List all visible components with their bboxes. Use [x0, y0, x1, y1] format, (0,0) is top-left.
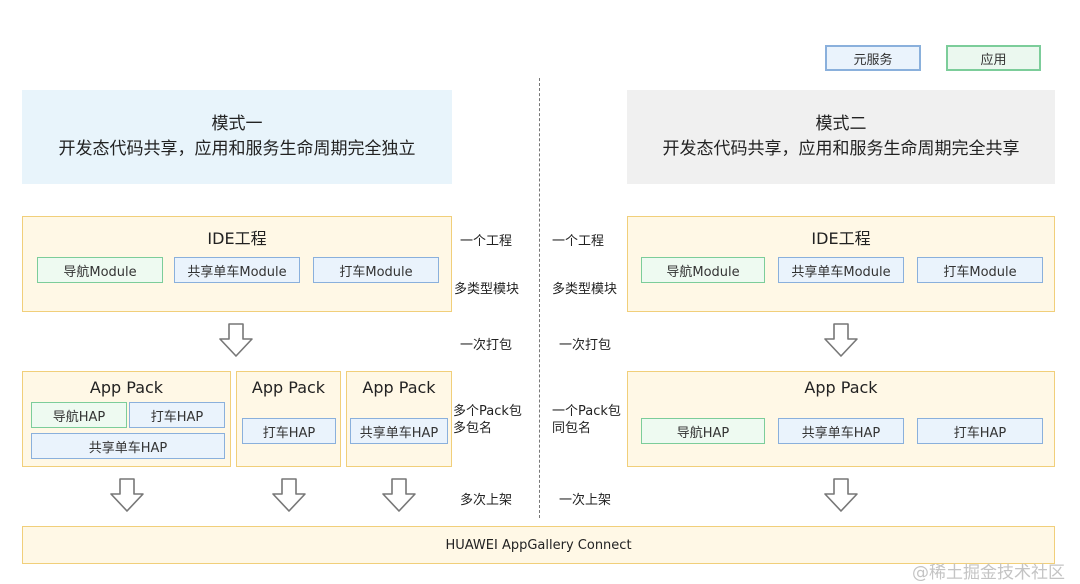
mode-one-description: 开发态代码共享，应用和服务生命周期完全独立 [58, 139, 416, 159]
left-label-pack-multi-line2: 多包名 [453, 421, 493, 436]
right-ide-title: IDE工程 [811, 229, 871, 248]
legend-service: 元服务 [825, 45, 921, 71]
center-divider [539, 78, 540, 518]
left-bike-module: 共享单车Module [174, 257, 300, 283]
right-nav-module: 导航Module [641, 257, 765, 283]
left-ide-project: IDE工程 导航Module 共享单车Module 打车Module [22, 216, 452, 312]
right-pack-nav-hap-label: 导航HAP [676, 425, 730, 441]
left-label-pack-multi: 多个Pack包 多包名 [453, 403, 522, 437]
left-pack1-down-arrow-icon [110, 478, 144, 512]
right-down-arrow-icon [824, 323, 858, 357]
right-label-module-type: 多类型模块 [552, 282, 618, 297]
right-pack-taxi-hap-label: 打车HAP [953, 425, 1007, 441]
left-app-pack-3-title: App Pack [362, 378, 436, 397]
legend-app: 应用 [946, 45, 1041, 71]
left-taxi-module-label: 打车Module [339, 264, 413, 280]
left-ide-title: IDE工程 [207, 229, 267, 248]
left-bike-module-label: 共享单车Module [187, 264, 287, 280]
left-nav-module-label: 导航Module [63, 264, 137, 280]
mode-two-description: 开发态代码共享，应用和服务生命周期完全共享 [662, 139, 1020, 159]
left-label-module-type: 多类型模块 [454, 282, 520, 297]
right-pack-taxi-hap: 打车HAP [917, 418, 1043, 444]
right-ide-project: IDE工程 导航Module 共享单车Module 打车Module [627, 216, 1055, 312]
left-pack1-bike-hap: 共享单车HAP [31, 433, 225, 459]
left-pack3-bike-hap-label: 共享单车HAP [359, 425, 439, 441]
right-label-pack-single: 一个Pack包 同包名 [552, 403, 621, 437]
left-app-pack-1-title: App Pack [89, 378, 164, 397]
right-app-pack-title: App Pack [804, 378, 878, 397]
left-pack1-taxi-hap: 打车HAP [129, 402, 225, 428]
right-label-project: 一个工程 [552, 234, 605, 249]
right-label-pack-single-line2: 同包名 [552, 421, 592, 436]
left-app-pack-2: App Pack 打车HAP [236, 371, 341, 467]
right-bike-module-label: 共享单车Module [791, 264, 891, 280]
left-nav-module: 导航Module [37, 257, 163, 283]
right-label-pack-once: 一次打包 [559, 338, 612, 353]
left-pack2-taxi-hap: 打车HAP [242, 418, 336, 444]
left-app-pack-1: App Pack 导航HAP 打车HAP 共享单车HAP [22, 371, 231, 467]
right-label-pack-single-line1: 一个Pack包 [552, 404, 621, 419]
mode-two-panel: 模式二 开发态代码共享，应用和服务生命周期完全共享 [627, 90, 1055, 184]
right-pack-bike-hap-label: 共享单车HAP [801, 425, 881, 441]
left-pack2-taxi-hap-label: 打车HAP [262, 425, 316, 441]
watermark: @稀土掘金技术社区 [912, 563, 1065, 583]
right-bike-module: 共享单车Module [778, 257, 904, 283]
left-label-release: 多次上架 [460, 493, 513, 508]
right-nav-module-label: 导航Module [666, 264, 740, 280]
mode-one-title: 模式一 [211, 114, 263, 134]
right-pack-bike-hap: 共享单车HAP [778, 418, 904, 444]
left-pack1-bike-hap-label: 共享单车HAP [88, 440, 168, 456]
left-label-pack-once: 一次打包 [460, 338, 513, 353]
left-pack1-nav-hap: 导航HAP [31, 402, 127, 428]
left-pack1-nav-hap-label: 导航HAP [52, 409, 106, 425]
left-taxi-module: 打车Module [313, 257, 439, 283]
left-pack3-bike-hap: 共享单车HAP [350, 418, 448, 444]
left-app-pack-2-title: App Pack [251, 378, 326, 397]
right-taxi-module: 打车Module [917, 257, 1043, 283]
left-pack1-taxi-hap-label: 打车HAP [150, 409, 204, 425]
left-label-pack-multi-line1: 多个Pack包 [453, 404, 522, 419]
right-pack-nav-hap: 导航HAP [641, 418, 765, 444]
appgallery-connect-label: HUAWEI AppGallery Connect [445, 537, 632, 553]
right-app-pack: App Pack 导航HAP 共享单车HAP 打车HAP [627, 371, 1055, 467]
right-label-release: 一次上架 [559, 493, 612, 508]
mode-one-panel: 模式一 开发态代码共享，应用和服务生命周期完全独立 [22, 90, 452, 184]
left-app-pack-3: App Pack 共享单车HAP [346, 371, 452, 467]
legend-app-label: 应用 [980, 52, 1007, 68]
appgallery-connect-bar: HUAWEI AppGallery Connect [22, 526, 1055, 564]
left-pack2-down-arrow-icon [272, 478, 306, 512]
mode-two-title: 模式二 [815, 114, 867, 134]
left-pack3-down-arrow-icon [382, 478, 416, 512]
left-down-arrow-icon [219, 323, 253, 357]
left-label-project: 一个工程 [460, 234, 513, 249]
right-pack-down-arrow-icon [824, 478, 858, 512]
right-taxi-module-label: 打车Module [943, 264, 1017, 280]
legend-service-label: 元服务 [853, 52, 893, 68]
